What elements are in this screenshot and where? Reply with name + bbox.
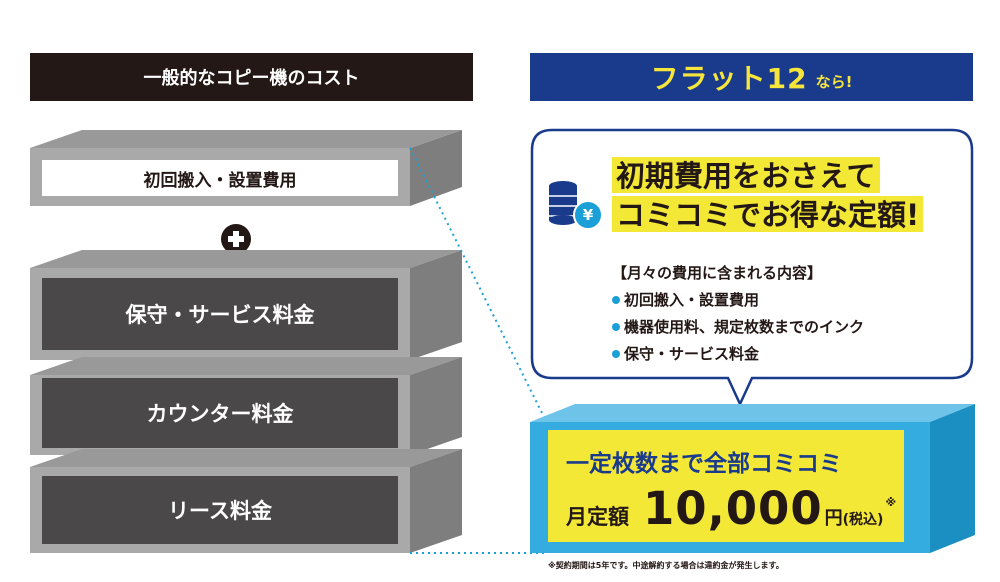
- item-counter-label: カウンター料金: [146, 402, 294, 426]
- slab-lease: [30, 449, 462, 553]
- left-header-label: 一般的なコピー機のコスト: [143, 68, 360, 89]
- footnote: ※契約期間は5年です。中途解約する場合は違約金が発生します。: [548, 561, 784, 570]
- bullet-icon: [612, 349, 620, 358]
- card-price: 10,000: [643, 482, 823, 535]
- bullet-icon: [612, 322, 620, 331]
- price-card: 一定枚数まで全部コミコミ 月定額 10,000 円 (税込) ※: [548, 430, 904, 542]
- bullet-icon: [612, 295, 620, 304]
- list-item: 機器使用料、規定枚数までのインク: [612, 316, 864, 337]
- item-lease-label: リース料金: [168, 499, 272, 523]
- price-row: 月定額 10,000 円 (税込) ※: [566, 482, 896, 535]
- card-line-1: 一定枚数まで全部コミコミ: [566, 451, 842, 477]
- left-header: 一般的なコピー機のコスト: [30, 53, 473, 101]
- included-list: 【月々の費用に含まれる内容】 初回搬入・設置費用 機器使用料、規定枚数までのイン…: [612, 262, 864, 364]
- item-maintenance-label: 保守・サービス料金: [125, 303, 315, 327]
- coin-stack-icon: [549, 181, 603, 230]
- list-item: 保守・サービス料金: [612, 343, 864, 364]
- list-item-text: 機器使用料、規定枚数までのインク: [624, 318, 865, 336]
- headline: 初期費用をおさえて コミコミでお得な定額!: [612, 157, 924, 232]
- yen-symbol: ¥: [582, 206, 594, 224]
- top-item-label: 初回搬入・設置費用: [143, 170, 297, 191]
- plus-icon: [221, 224, 251, 254]
- headline-line-2: コミコミでお得な定額!: [612, 196, 924, 232]
- right-header: フラット12 なら!: [530, 53, 973, 101]
- slab-counter: [30, 357, 462, 455]
- slab-maintenance: [30, 250, 462, 360]
- list-item-text: 保守・サービス料金: [624, 345, 760, 363]
- card-tax: (税込): [842, 512, 884, 528]
- headline-line-1: 初期費用をおさえて: [612, 157, 880, 193]
- list-item-text: 初回搬入・設置費用: [624, 291, 760, 309]
- list-item: 初回搬入・設置費用: [612, 289, 864, 310]
- card-label: 月定額: [566, 505, 629, 529]
- right-header-main: フラット12: [650, 62, 808, 95]
- top-slab: [30, 130, 462, 206]
- right-header-suffix: なら!: [815, 72, 853, 91]
- list-title: 【月々の費用に含まれる内容】: [612, 264, 823, 282]
- card-yen: 円: [824, 508, 843, 529]
- card-mark: ※: [885, 496, 897, 509]
